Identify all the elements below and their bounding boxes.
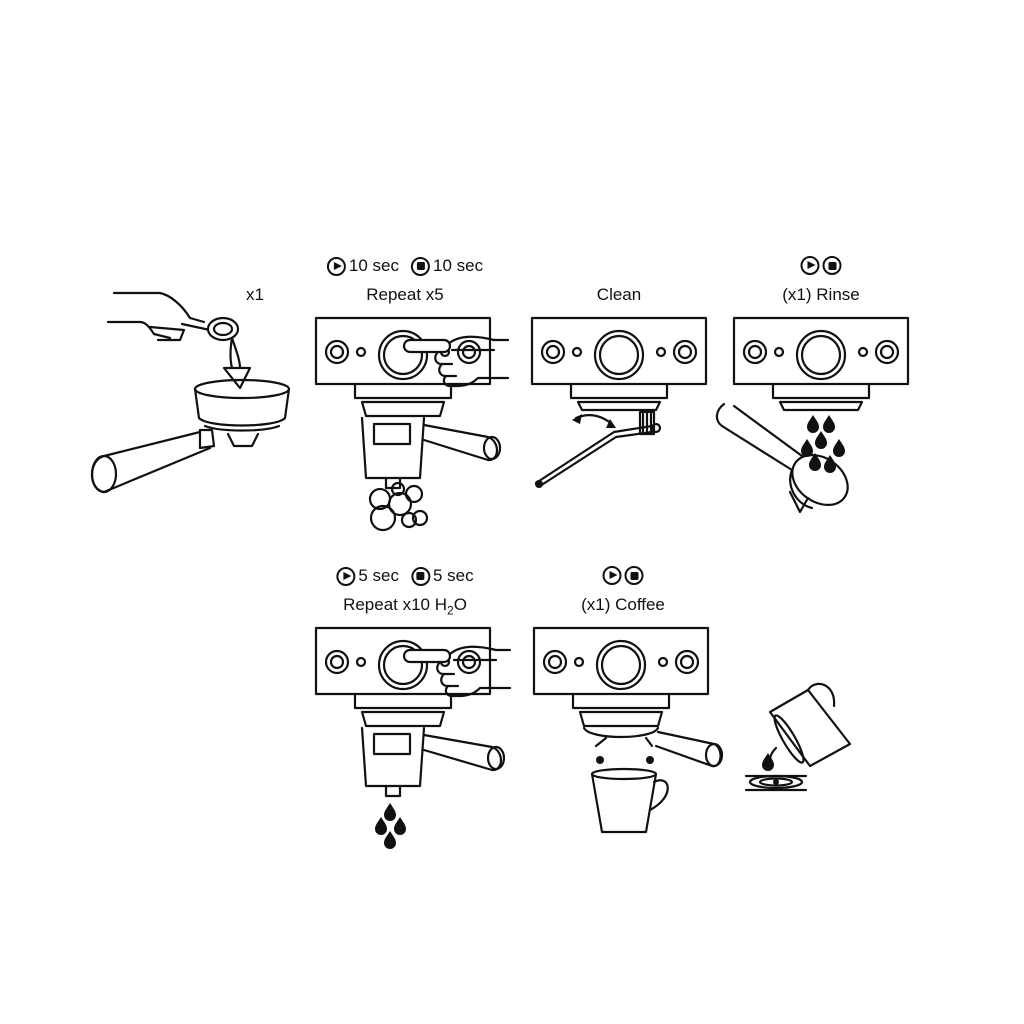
stop-icon bbox=[411, 566, 430, 586]
step5-illustration bbox=[314, 626, 512, 849]
water-drop-icon bbox=[762, 753, 774, 771]
cleaning-tablet-icon bbox=[206, 316, 240, 342]
step5-time-start: 5 sec bbox=[358, 566, 399, 585]
play-icon bbox=[336, 566, 356, 586]
step5-time-stop: 5 sec bbox=[433, 566, 474, 585]
step5-timing: 5 sec 5 sec bbox=[336, 566, 474, 591]
machine-panel bbox=[732, 316, 910, 386]
brush-icon bbox=[534, 410, 662, 488]
drip-tray-icon bbox=[744, 774, 808, 792]
step6-timing bbox=[602, 566, 644, 590]
step6-illustration bbox=[532, 626, 724, 834]
step2-time-start: 10 sec bbox=[348, 256, 399, 275]
cup-icon bbox=[590, 767, 669, 834]
step6-label: (x1) Coffee bbox=[581, 595, 665, 614]
arrow-icon bbox=[572, 414, 616, 428]
portafilter-icon bbox=[360, 726, 506, 798]
step1-label: x1 bbox=[246, 285, 264, 304]
portafilter-icon bbox=[715, 402, 849, 514]
play-icon bbox=[602, 566, 622, 585]
portafilter-icon bbox=[360, 416, 502, 490]
step1-illustration bbox=[90, 291, 291, 494]
water-drop-icon bbox=[801, 415, 845, 473]
step3-label: Clean bbox=[596, 285, 642, 304]
step5-label: Repeat x10 H2O bbox=[343, 595, 467, 618]
water-drop-icon bbox=[375, 803, 406, 849]
hand-icon bbox=[106, 291, 212, 342]
step4-label: (x1) Rinse bbox=[782, 285, 860, 304]
step2-illustration bbox=[314, 316, 510, 532]
arrow-down-icon bbox=[222, 336, 252, 390]
bubbles-icon bbox=[368, 481, 429, 532]
stop-icon bbox=[624, 566, 644, 585]
step7-illustration bbox=[744, 682, 852, 792]
machine-panel bbox=[530, 316, 708, 386]
step2-label: Repeat x5 bbox=[366, 285, 444, 304]
stop-icon bbox=[822, 256, 842, 275]
play-icon bbox=[800, 256, 820, 275]
machine-panel bbox=[532, 626, 710, 696]
step4-timing bbox=[800, 256, 842, 280]
step2-time-stop: 10 sec bbox=[433, 256, 484, 275]
play-icon bbox=[326, 256, 346, 276]
step2-timing: 10 sec 10 sec bbox=[326, 256, 484, 281]
step3-illustration bbox=[530, 316, 708, 488]
portafilter-icon bbox=[90, 378, 291, 494]
step4-illustration bbox=[715, 316, 910, 514]
stop-icon bbox=[411, 256, 430, 276]
cup-icon bbox=[768, 682, 852, 768]
portafilter-icon bbox=[582, 726, 724, 768]
